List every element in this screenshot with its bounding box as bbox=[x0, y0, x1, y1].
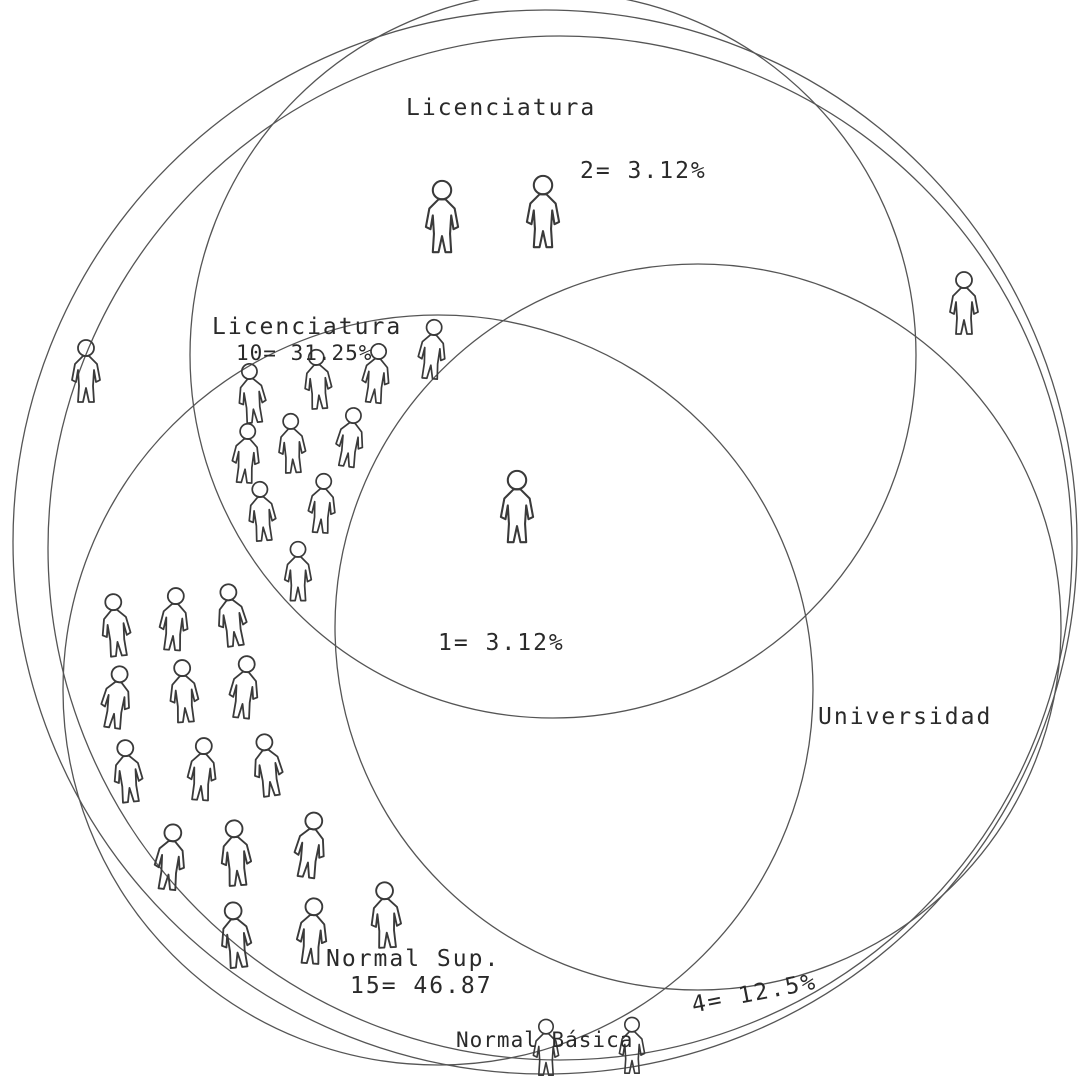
person-icon bbox=[369, 882, 402, 949]
person-icon bbox=[111, 739, 145, 804]
outer-circle-inner bbox=[48, 36, 1072, 1060]
stick-figures bbox=[72, 176, 978, 1075]
normal-sup-label: Normal Sup. bbox=[326, 948, 500, 971]
licenciatura-inner-label: Licenciatura bbox=[212, 316, 402, 339]
person-icon bbox=[227, 655, 261, 720]
person-icon bbox=[213, 582, 249, 647]
person-icon bbox=[218, 901, 254, 969]
person-icon bbox=[416, 319, 448, 380]
person-icon bbox=[426, 181, 458, 252]
person-icon bbox=[98, 664, 134, 729]
licenciatura-inner-count-label: 10= 31.25% bbox=[236, 343, 372, 364]
person-icon bbox=[291, 811, 329, 880]
person-icon bbox=[285, 542, 312, 601]
center-count-label: 1= 3.12% bbox=[438, 632, 565, 655]
person-icon bbox=[333, 406, 368, 468]
person-icon bbox=[501, 471, 533, 542]
licenciatura-count-label: 2= 3.12% bbox=[580, 160, 707, 183]
universidad-circle bbox=[335, 264, 1061, 990]
licenciatura-label: Licenciatura bbox=[406, 97, 596, 120]
person-icon bbox=[249, 732, 285, 797]
person-icon bbox=[158, 587, 190, 651]
person-icon bbox=[186, 737, 218, 801]
person-icon bbox=[527, 176, 559, 247]
person-icon bbox=[231, 423, 262, 484]
person-icon bbox=[219, 819, 253, 886]
person-icon bbox=[295, 897, 329, 964]
person-icon bbox=[168, 659, 200, 723]
person-icon bbox=[307, 473, 338, 534]
person-icon bbox=[246, 481, 278, 542]
person-icon bbox=[72, 340, 100, 402]
normal-basica-label: Normal Básica bbox=[456, 1030, 633, 1051]
person-icon bbox=[277, 413, 307, 473]
normal-sup-count-label: 15= 46.87 bbox=[350, 975, 493, 998]
person-icon bbox=[950, 272, 978, 334]
person-icon bbox=[99, 593, 133, 658]
universidad-label: Universidad bbox=[818, 706, 992, 729]
